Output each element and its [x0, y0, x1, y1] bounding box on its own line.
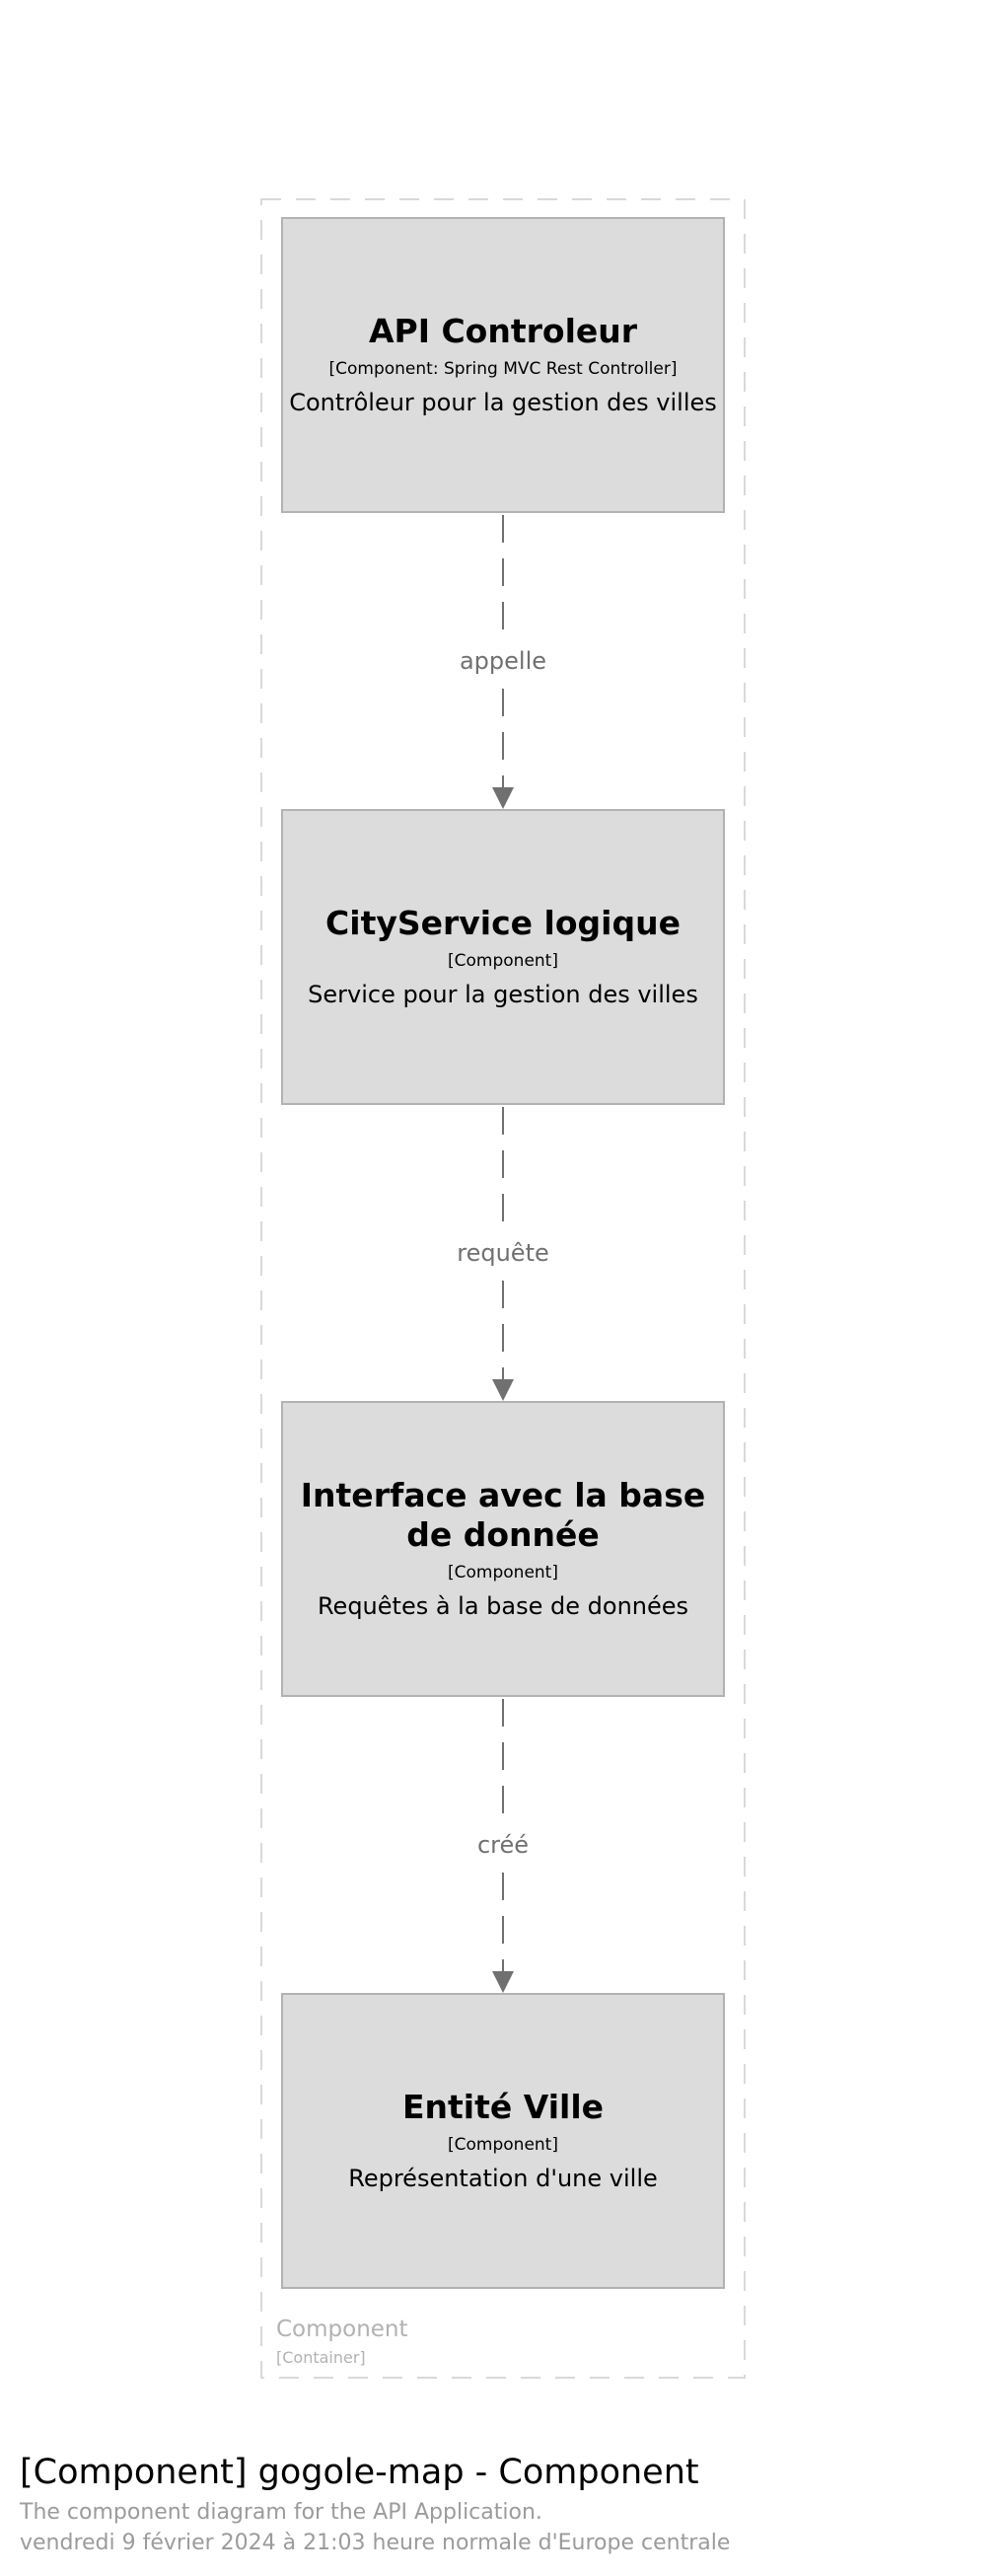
arrowhead-icon	[492, 787, 514, 809]
component-description: Contrôleur pour la gestion des villes	[289, 389, 717, 416]
component-technology: [Component]	[448, 1563, 558, 1582]
component-entite-ville[interactable]: Entité Ville [Component] Représentation …	[281, 1993, 725, 2289]
component-title: API Controleur	[368, 312, 638, 350]
component-technology: [Component]	[448, 951, 558, 971]
arrowhead-icon	[492, 1971, 514, 1993]
diagram-date: vendredi 9 février 2024 à 21:03 heure no…	[20, 2531, 731, 2555]
arrowhead-icon	[492, 1379, 514, 1401]
component-title: Entité Ville	[401, 2088, 605, 2126]
component-technology: [Component: Spring MVC Rest Controller]	[328, 359, 678, 379]
component-description: Représentation d'une ville	[348, 2165, 658, 2192]
component-db-interface[interactable]: Interface avec la base de donnée [Compon…	[281, 1401, 725, 1697]
edge-label-appelle: appelle	[454, 645, 552, 677]
boundary-name: Component	[276, 2317, 408, 2342]
edge-label-requete: requête	[449, 1237, 557, 1269]
component-title: CityService logique	[325, 904, 681, 942]
component-title: Interface avec la base de donnée	[300, 1476, 706, 1554]
diagram-title: [Component] gogole-map - Component	[20, 2453, 699, 2492]
boundary-type: [Container]	[276, 2348, 366, 2367]
component-api-controleur[interactable]: API Controleur [Component: Spring MVC Re…	[281, 217, 725, 513]
component-cityservice[interactable]: CityService logique [Component] Service …	[281, 809, 725, 1105]
container-boundary	[260, 198, 746, 2379]
edge-label-cree: créé	[464, 1829, 542, 1861]
component-description: Service pour la gestion des villes	[308, 981, 698, 1008]
component-description: Requêtes à la base de données	[317, 1592, 689, 1620]
component-technology: [Component]	[448, 2135, 558, 2155]
diagram-description: The component diagram for the API Applic…	[20, 2500, 542, 2525]
